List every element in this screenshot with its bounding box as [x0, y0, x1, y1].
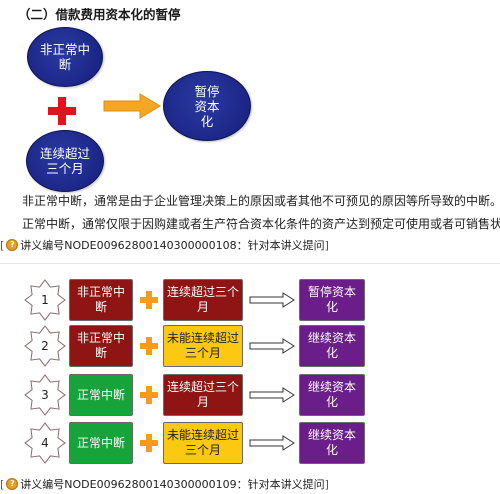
lecture-ref-2-text[interactable]: 讲义编号NODE00962800140300000109：针对本讲义提问	[20, 478, 325, 491]
duration-box: 连续超过三个月	[163, 374, 243, 416]
row-number: 4	[41, 436, 49, 450]
section-title: （二）借款费用资本化的暂停	[18, 7, 181, 22]
result-box: 继续资本化	[299, 422, 365, 464]
question-icon: ?	[6, 478, 19, 490]
circle-abnormal-interruption: 非正常中 断	[27, 27, 103, 87]
lecture-ref-1[interactable]: [ ? 讲义编号NODE00962800140300000108：针对本讲义提问…	[0, 237, 329, 253]
circle-over-label-2b: 月	[71, 161, 84, 176]
result-box: 暂停资本化	[299, 279, 365, 321]
red-plus-icon	[47, 96, 77, 126]
circle-result-label-1: 暂停	[194, 83, 220, 99]
section-divider	[0, 263, 500, 264]
row-number: 1	[41, 293, 49, 307]
plus-icon	[139, 433, 159, 453]
duration-box: 连续超过三个月	[163, 279, 243, 321]
row-number-star: 2	[24, 325, 66, 367]
condition-box: 非正常中断	[69, 279, 133, 321]
circle-over-three-months: 连续超过 三个月	[26, 130, 104, 192]
lecture-ref-2[interactable]: [ ? 讲义编号NODE00962800140300000109：针对本讲义提问…	[0, 476, 329, 492]
condition-box: 非正常中断	[69, 325, 133, 367]
condition-box: 正常中断	[69, 374, 133, 416]
arrow-right-icon	[249, 435, 295, 451]
arrow-right-icon	[249, 387, 295, 403]
circle-suspend-capitalization: 暂停 资本 化	[163, 71, 251, 141]
row-number: 2	[41, 339, 49, 353]
lecture-ref-1-text[interactable]: 讲义编号NODE00962800140300000108：针对本讲义提问	[20, 239, 325, 252]
circle-result-label-2: 资本	[194, 98, 220, 114]
circle-over-label-2a: 三个	[46, 161, 72, 176]
bracket-open: [	[0, 238, 5, 252]
question-icon: ?	[6, 239, 19, 251]
bracket-close: ]	[324, 238, 329, 252]
row-number-star: 4	[24, 422, 66, 464]
arrow-right-icon	[249, 292, 295, 308]
row-number-star: 1	[24, 279, 66, 321]
result-box: 继续资本化	[299, 325, 365, 367]
orange-arrow-icon	[102, 93, 162, 119]
plus-icon	[139, 336, 159, 356]
circle-over-label-2: 三个月	[40, 161, 90, 176]
circle-abnormal-label-1: 非正常中	[39, 42, 90, 57]
row-number-star: 3	[24, 374, 66, 416]
result-box: 继续资本化	[299, 374, 365, 416]
paragraph-line-1: 非正常中断，通常是由于企业管理决策上的原因或者其他不可预见的原因等所导致的中断。	[22, 194, 500, 208]
circle-result-label-3: 化	[200, 113, 214, 129]
duration-box: 未能连续超过三个月	[163, 422, 243, 464]
plus-icon	[139, 290, 159, 310]
arrow-right-icon	[249, 338, 295, 354]
plus-icon	[139, 385, 159, 405]
duration-box: 未能连续超过三个月	[163, 325, 243, 367]
circle-abnormal-label-2: 断	[58, 57, 72, 72]
row-number: 3	[41, 388, 49, 402]
circle-over-label-1: 连续超过	[39, 146, 90, 161]
condition-box: 正常中断	[69, 422, 133, 464]
paragraph-line-2: 正常中断，通常仅限于因购建或者生产符合资本化条件的资产达到预定可使用或者可销售状	[22, 217, 500, 231]
bracket-open: [	[0, 477, 5, 491]
bracket-close: ]	[324, 477, 329, 491]
